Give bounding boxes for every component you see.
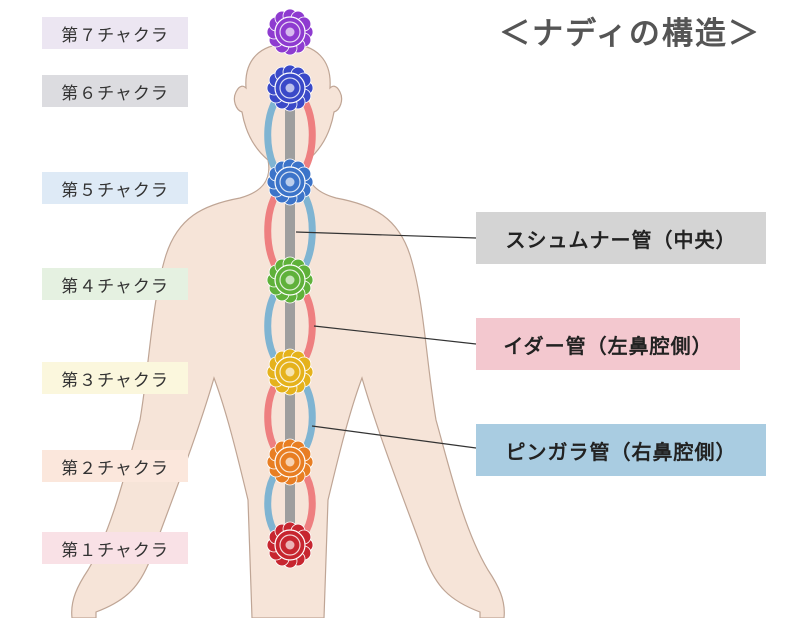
chakra-symbols: [266, 8, 314, 569]
ida-leader-line: [313, 325, 477, 345]
sushumna-leader-line: [295, 231, 477, 239]
pingala-leader-line: [311, 425, 477, 449]
pingala-channel: [264, 84, 316, 549]
chakra-2-label: 第２チャクラ: [42, 450, 188, 482]
nadi-channels: [264, 84, 316, 549]
page-title: ＜ナディの構造＞: [499, 15, 761, 52]
sushumna-channel: [285, 88, 295, 545]
sacral-chakra-icon: [266, 438, 314, 486]
pingala-label: ピンガラ管（右鼻腔側）: [476, 424, 766, 476]
crown-chakra-icon: [266, 8, 314, 56]
throat-chakra-icon: [266, 158, 314, 206]
chakra-7-label: 第７チャクラ: [42, 17, 188, 49]
chakra-3-label: 第３チャクラ: [42, 362, 188, 394]
chakra-4-label: 第４チャクラ: [42, 268, 188, 300]
heart-chakra-icon: [266, 256, 314, 304]
chakra-5-label: 第５チャクラ: [42, 172, 188, 204]
chakra-1-label: 第１チャクラ: [42, 532, 188, 564]
root-chakra-icon: [266, 521, 314, 569]
leader-lines: [295, 231, 477, 449]
solar-plexus-chakra-icon: [266, 348, 314, 396]
sushumna-label: スシュムナー管（中央）: [476, 212, 766, 264]
chakra-6-label: 第６チャクラ: [42, 75, 188, 107]
ida-channel: [264, 84, 316, 549]
ida-label: イダー管（左鼻腔側）: [476, 318, 740, 370]
third-eye-chakra-icon: [266, 64, 314, 112]
